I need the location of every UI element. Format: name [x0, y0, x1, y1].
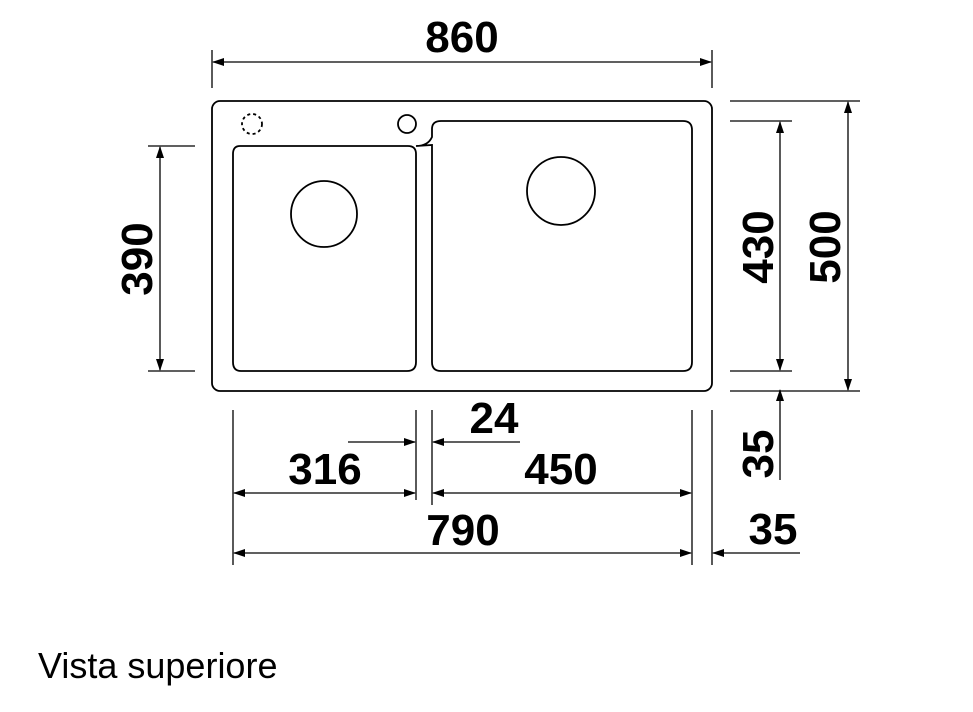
label-small-bowl-width: 316: [288, 445, 361, 494]
small-bowl: [232, 145, 417, 372]
label-total-depth: 500: [801, 210, 850, 283]
label-side-margin: 35: [749, 505, 798, 554]
label-front-margin: 35: [734, 430, 783, 479]
sink-outline: [211, 100, 713, 392]
overflow-hole-icon: [397, 114, 417, 134]
view-caption: Vista superiore: [38, 645, 278, 686]
label-small-bowl-depth: 390: [113, 222, 162, 295]
large-bowl-drain-icon: [526, 156, 596, 226]
label-divider-width: 24: [470, 394, 519, 443]
label-bowls-total-width: 790: [426, 506, 499, 555]
sink-rim: [211, 100, 713, 392]
small-bowl-drain-icon: [290, 180, 358, 248]
label-large-bowl-width: 450: [524, 445, 597, 494]
label-total-width: 860: [425, 13, 498, 62]
dimension-lines: [148, 50, 860, 565]
label-large-bowl-depth: 430: [734, 210, 783, 283]
large-bowl: [415, 120, 693, 372]
tap-hole-optional-icon: [241, 113, 263, 135]
dimension-labels: 860 390 430 500 35 24 316 450 790 35: [113, 13, 850, 555]
